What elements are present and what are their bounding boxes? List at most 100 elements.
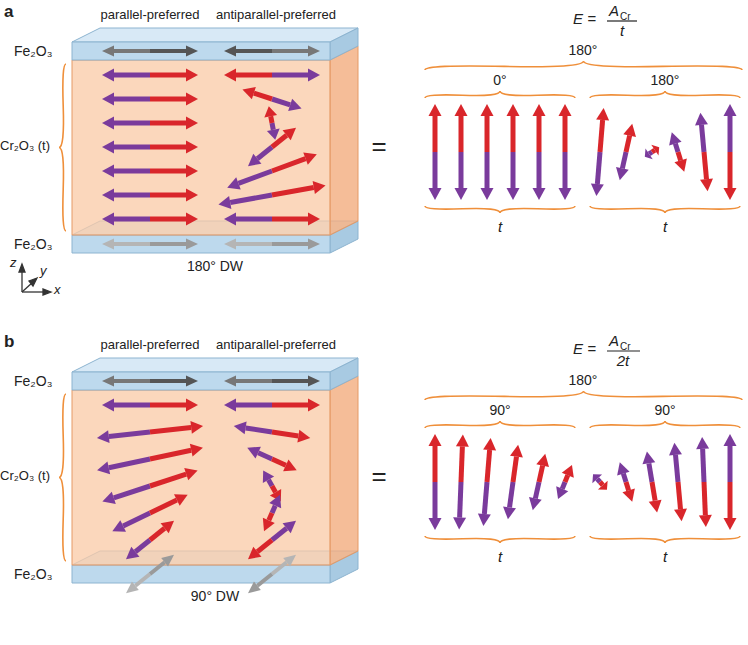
- spin-half: [150, 73, 186, 78]
- axis-line: [21, 270, 22, 292]
- spin-head: [303, 152, 317, 164]
- column-heading: antiparallel-preferred: [216, 8, 336, 23]
- spin-half: [258, 453, 272, 459]
- thickness-label: t: [498, 548, 502, 565]
- spin-head: [161, 555, 174, 567]
- spin-head: [102, 93, 114, 106]
- formula-part: t: [620, 22, 624, 39]
- spin-head: [186, 117, 198, 130]
- spin-head: [186, 213, 198, 226]
- spin-head: [481, 104, 494, 116]
- spin-head: [455, 104, 468, 116]
- spin-half: [600, 482, 603, 485]
- spin-half: [257, 574, 272, 586]
- spin-head: [696, 437, 709, 449]
- spin-half: [236, 403, 272, 408]
- formula-part: E =: [573, 340, 596, 357]
- spin-head: [591, 183, 604, 195]
- spin-head: [669, 132, 681, 145]
- spin-head: [695, 113, 708, 126]
- spin-head: [102, 189, 114, 202]
- spin-head: [102, 46, 114, 57]
- crystal-front: [72, 60, 330, 235]
- crystal-front: [72, 390, 330, 565]
- spin-half: [268, 480, 272, 486]
- spin-half: [459, 116, 464, 152]
- spin-half: [272, 99, 290, 105]
- spin-head: [453, 517, 466, 529]
- spin-half: [728, 482, 733, 518]
- spin-half: [114, 121, 150, 126]
- spin-head: [102, 165, 114, 178]
- spin-head: [186, 93, 198, 106]
- spin-head: [186, 239, 198, 250]
- spin-half: [600, 120, 603, 152]
- spin-head: [724, 518, 737, 530]
- spin-head: [623, 124, 636, 137]
- spin-head: [724, 104, 737, 116]
- spin-head: [102, 492, 115, 504]
- spin-half: [114, 242, 150, 246]
- spin-head: [483, 438, 496, 450]
- spin-head: [186, 399, 198, 412]
- brace: [425, 421, 575, 428]
- spin-head: [224, 376, 236, 387]
- spin-half: [114, 403, 150, 408]
- spin-half: [150, 145, 186, 150]
- spin-head: [556, 486, 568, 499]
- column-heading: antiparallel-preferred: [216, 338, 336, 353]
- spin-half: [675, 144, 678, 152]
- spin-head: [429, 518, 442, 530]
- spin-head: [562, 465, 574, 478]
- spin-half: [701, 125, 704, 152]
- axis-head: [19, 264, 25, 272]
- spin-half: [150, 121, 186, 126]
- spin-head: [724, 434, 737, 446]
- thickness-label: t: [663, 548, 667, 565]
- spin-half: [238, 171, 272, 183]
- panel-letter: a: [4, 2, 13, 22]
- spin-head: [674, 158, 686, 171]
- spin-half: [272, 528, 287, 540]
- spin-head: [97, 430, 110, 443]
- axis-label: x: [54, 283, 61, 298]
- spin-half: [150, 217, 186, 222]
- panel-letter: b: [4, 332, 14, 352]
- spin-head: [507, 104, 520, 116]
- spin-half: [272, 242, 308, 246]
- spin-half: [257, 540, 272, 552]
- spin-half: [562, 482, 565, 489]
- spin-head: [529, 497, 542, 510]
- spin-half: [678, 482, 681, 509]
- spin-head: [596, 108, 609, 120]
- spin-head: [126, 547, 139, 560]
- spin-half: [623, 474, 626, 482]
- spin-head: [269, 495, 281, 509]
- spin-half: [150, 562, 165, 574]
- spin-half: [272, 403, 308, 408]
- spin-half: [114, 49, 150, 53]
- spin-half: [649, 463, 652, 482]
- spin-head: [651, 145, 659, 156]
- spin-half: [433, 482, 438, 518]
- spin-half: [626, 136, 630, 152]
- brace: [590, 91, 740, 98]
- spin-half: [272, 73, 308, 78]
- spin-half: [109, 432, 150, 437]
- spin-half: [135, 574, 150, 586]
- spin-head: [247, 447, 261, 459]
- spin-head: [313, 181, 326, 194]
- layer-label: Fe₂O₃: [14, 43, 52, 59]
- spin-half: [236, 242, 272, 246]
- spin-head: [102, 141, 114, 154]
- spin-head: [161, 521, 174, 534]
- spin-head: [224, 399, 236, 412]
- axes: [19, 264, 51, 295]
- spin-head: [263, 518, 275, 532]
- spin-half: [114, 486, 150, 498]
- layer-label: Cr₂O₃ (t): [0, 139, 50, 154]
- spin-head: [190, 421, 203, 434]
- spin-half: [433, 152, 438, 188]
